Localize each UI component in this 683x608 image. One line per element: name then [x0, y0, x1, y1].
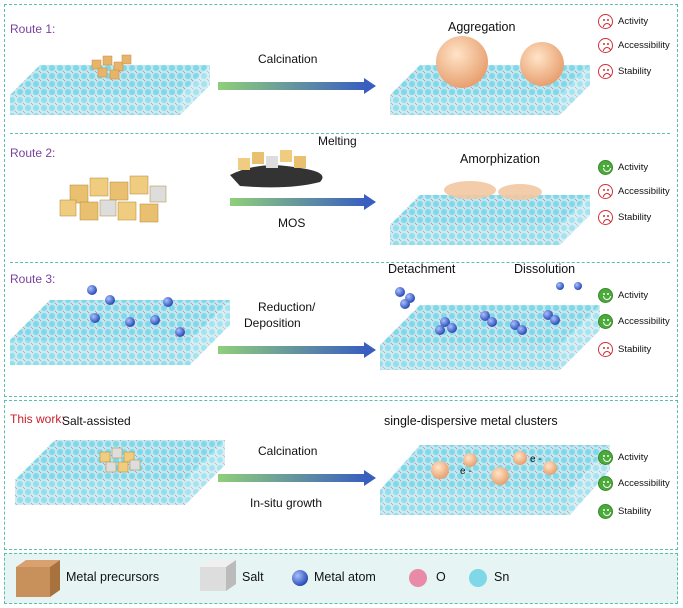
status-stability: Stability	[598, 342, 651, 357]
amorphous-film	[444, 181, 542, 200]
legend-metal-precursors: Metal precursors	[66, 570, 160, 584]
separator	[10, 133, 670, 134]
arrowhead	[364, 194, 376, 210]
aggregated-particle	[436, 36, 488, 88]
routes-frame	[4, 4, 678, 397]
status-stability: Stability	[598, 504, 651, 519]
process-arrow	[230, 198, 366, 206]
electron-label: e -	[460, 466, 472, 477]
happy-face-icon	[598, 314, 613, 329]
thiswork-step-2: In-situ growth	[250, 496, 323, 510]
route-2-step: MOS	[278, 216, 306, 230]
legend-metal-atom-icon	[292, 570, 308, 586]
sad-face-icon	[598, 38, 613, 53]
happy-face-icon	[598, 504, 613, 519]
thiswork-step: Calcination	[258, 444, 318, 458]
arrowhead	[364, 470, 376, 486]
electron-label: e -	[530, 454, 542, 465]
legend-panel	[4, 553, 678, 604]
route-2-label: Route 2:	[10, 146, 56, 160]
status-stability: Stability	[598, 210, 651, 225]
route-3-step: Reduction/	[258, 300, 316, 314]
thiswork-frame	[4, 400, 678, 550]
happy-face-icon	[598, 160, 613, 175]
status-accessibility: Accessibility	[598, 476, 670, 491]
sad-face-icon	[598, 210, 613, 225]
thiswork-result: single-dispersive metal clusters	[384, 414, 558, 428]
legend-o-icon	[409, 569, 427, 587]
status-accessibility: Accessibility	[598, 184, 670, 199]
metal-precursor-cubes	[91, 54, 132, 80]
substrate-slab	[380, 445, 610, 515]
legend-precursor-cube	[16, 560, 60, 597]
sad-face-icon	[598, 342, 613, 357]
route-1-step: Calcination	[258, 52, 318, 66]
metal-precursor-cubes	[59, 175, 167, 223]
salt-precursor-cubes	[99, 447, 141, 473]
process-arrow	[218, 82, 366, 90]
legend-salt: Salt	[242, 570, 264, 584]
happy-face-icon	[598, 450, 613, 465]
sad-face-icon	[598, 184, 613, 199]
legend-sn: Sn	[494, 570, 510, 584]
thiswork-label: This work:	[10, 412, 65, 426]
separator	[10, 262, 670, 263]
legend-sn-icon	[469, 569, 487, 587]
status-activity: Activity	[598, 288, 648, 303]
substrate-slab	[10, 65, 210, 115]
status-activity: Activity	[598, 14, 648, 29]
legend-metal-atom: Metal atom	[314, 570, 376, 584]
route-2-result: Amorphization	[460, 152, 540, 166]
sad-face-icon	[598, 64, 613, 79]
metal-clusters	[431, 451, 557, 485]
status-stability: Stability	[598, 64, 651, 79]
happy-face-icon	[598, 476, 613, 491]
aggregated-particle	[520, 42, 564, 86]
substrate-slab	[15, 440, 225, 505]
route-3-step-2: Deposition	[244, 316, 301, 330]
substrate-slab	[380, 305, 600, 370]
process-arrow	[218, 474, 366, 482]
status-activity: Activity	[598, 160, 648, 175]
route-1-label: Route 1:	[10, 22, 56, 36]
route-3-label: Route 3:	[10, 272, 56, 286]
legend-salt-cube	[200, 560, 236, 591]
status-accessibility: Accessibility	[598, 314, 670, 329]
legend-o: O	[436, 570, 446, 584]
happy-face-icon	[598, 288, 613, 303]
status-accessibility: Accessibility	[598, 38, 670, 53]
substrate-slab	[10, 300, 230, 365]
thiswork-pre: Salt-assisted	[62, 414, 131, 428]
route-1-result: Aggregation	[448, 20, 516, 34]
route-3-result-dissolution: Dissolution	[514, 262, 576, 276]
arrowhead	[364, 342, 376, 358]
melting-cluster	[230, 150, 323, 188]
route-3-result-detachment: Detachment	[388, 262, 456, 276]
metal-atoms	[395, 282, 582, 335]
status-activity: Activity	[598, 450, 648, 465]
sad-face-icon	[598, 14, 613, 29]
process-arrow	[218, 346, 366, 354]
metal-atoms	[87, 285, 185, 337]
arrowhead	[364, 78, 376, 94]
substrate-slab	[390, 195, 590, 245]
route-2-step-top: Melting	[318, 134, 357, 148]
